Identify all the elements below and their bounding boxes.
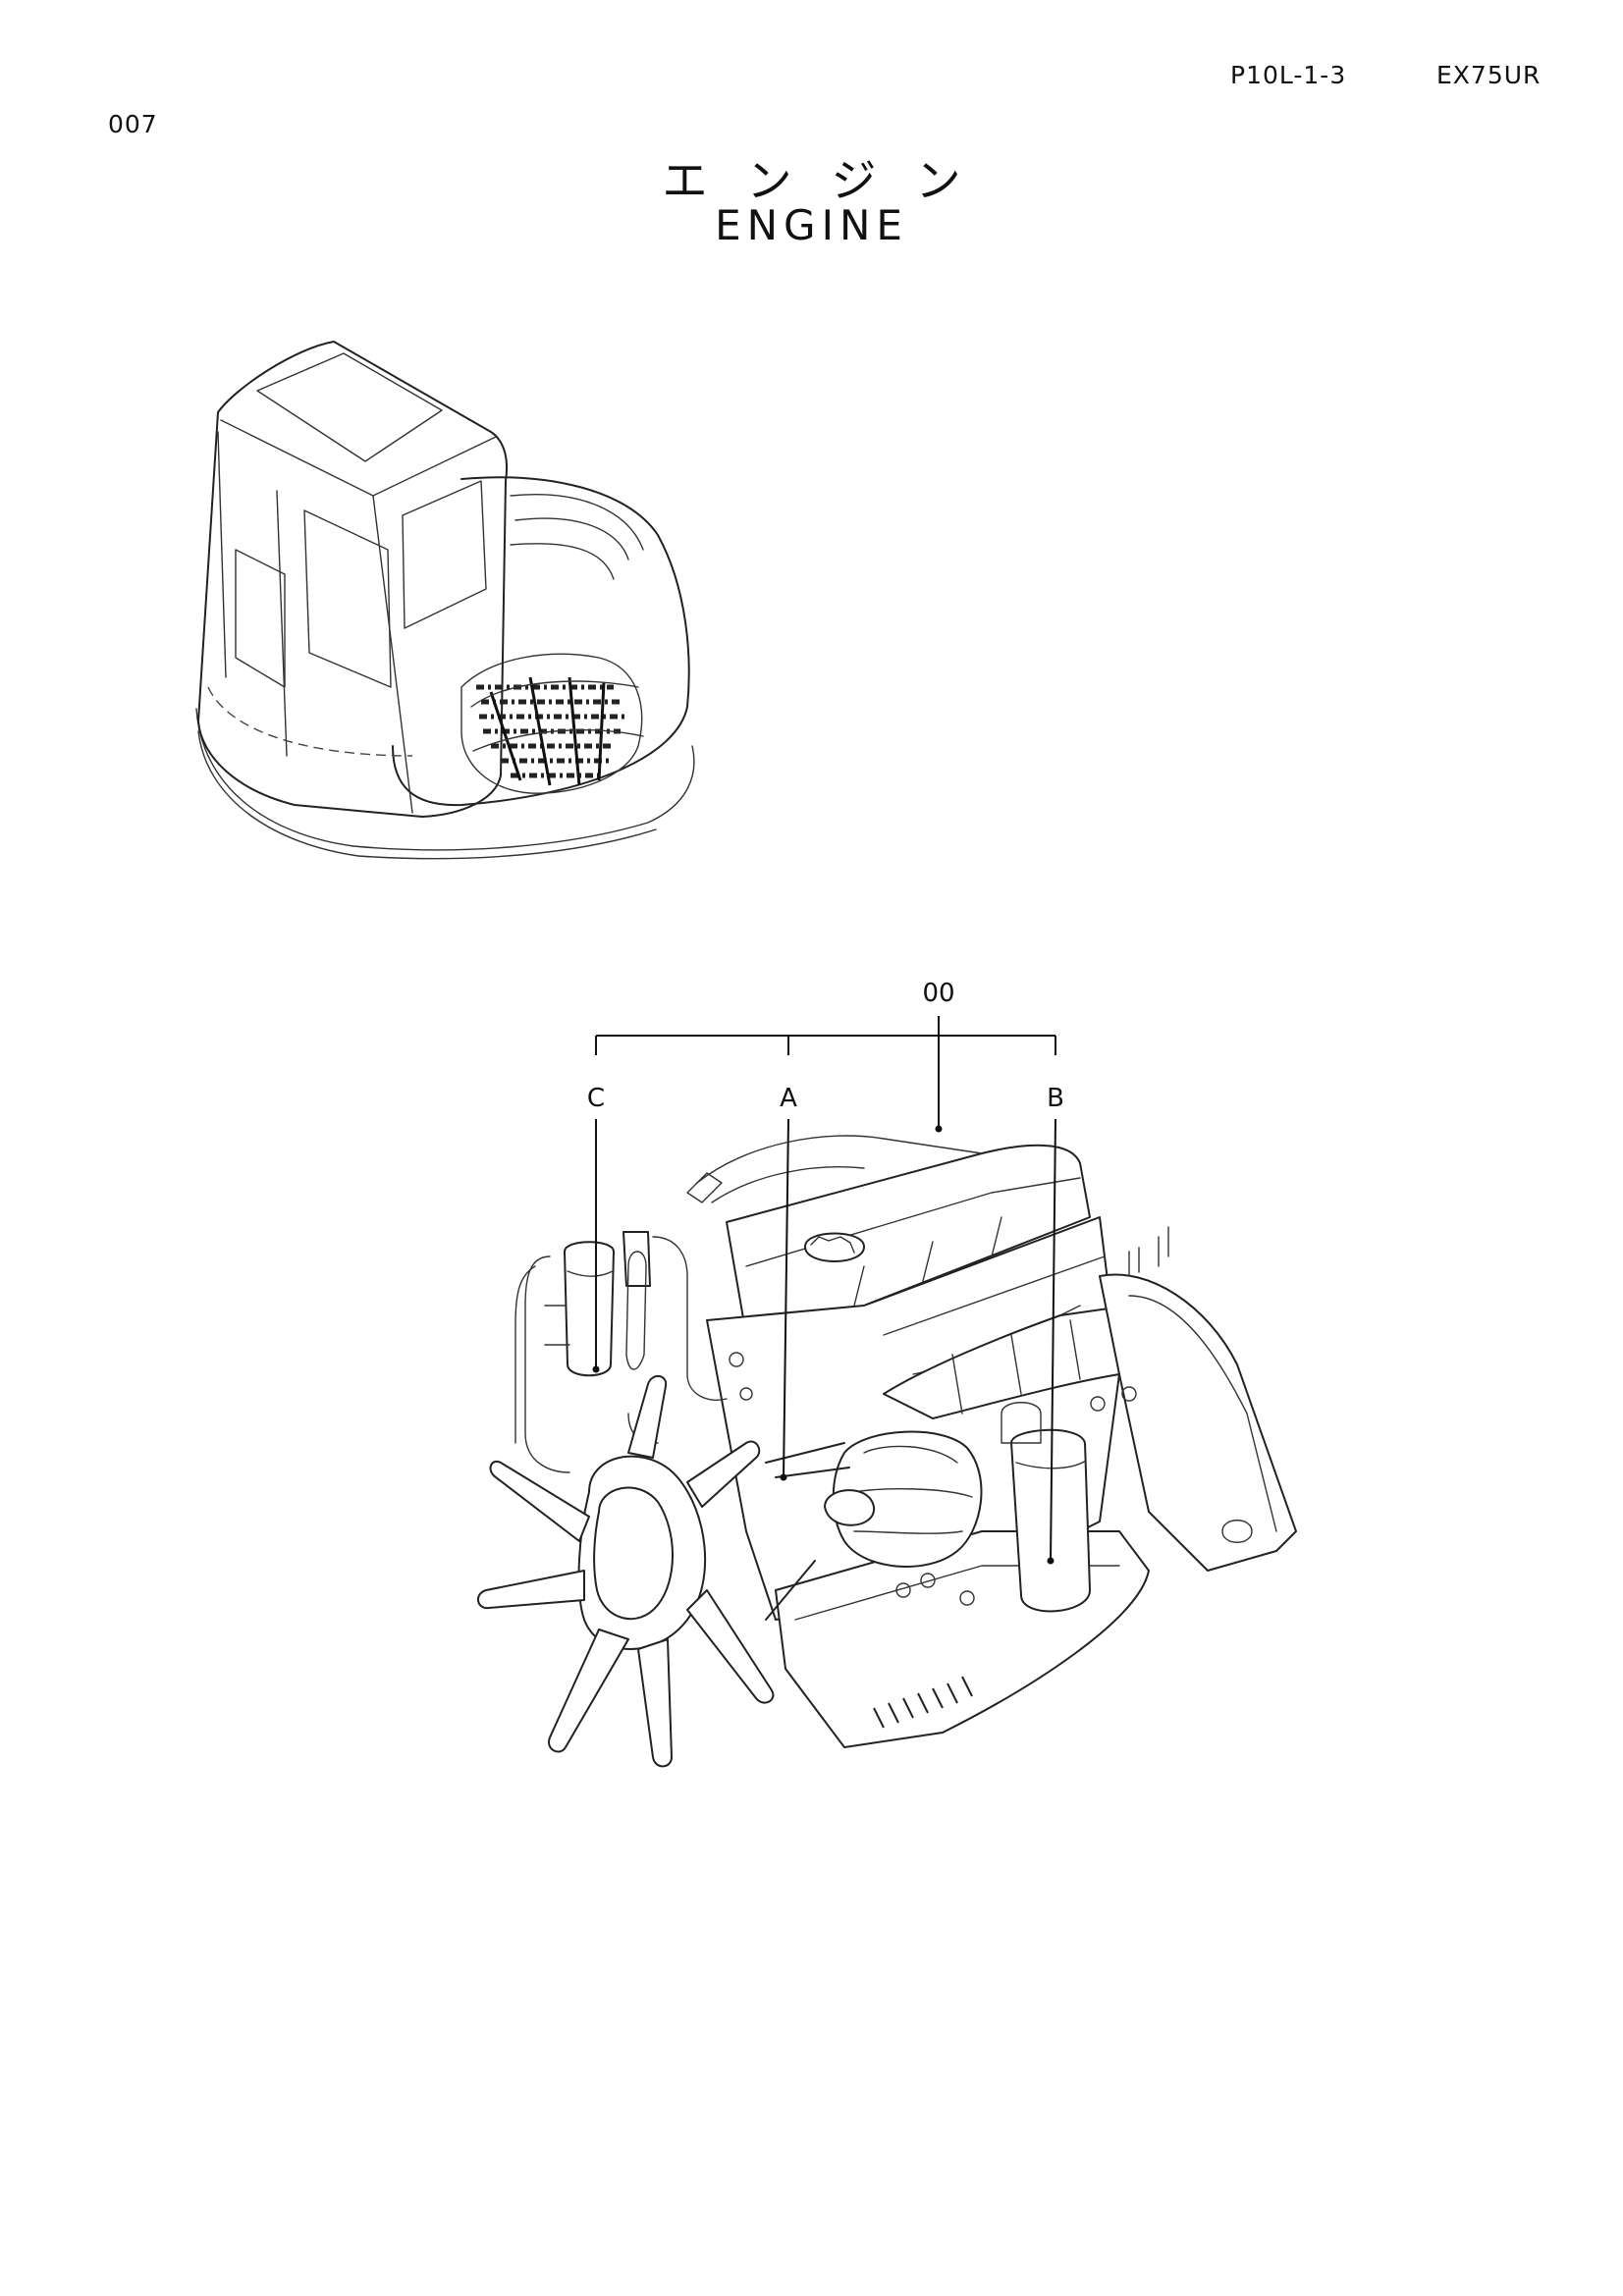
callout-00: 00 xyxy=(922,979,954,1008)
engine-assembly-illustration xyxy=(477,1135,1297,1768)
callout-b: B xyxy=(1047,1084,1064,1113)
page-code: P10L-1-3 xyxy=(1230,61,1347,89)
page-title-english: ENGINE xyxy=(715,201,908,249)
page-title-japanese: エンジン xyxy=(662,154,1001,207)
callout-leaders xyxy=(592,1016,1056,1565)
page-number: 007 xyxy=(108,110,158,138)
callout-a: A xyxy=(780,1084,797,1113)
callout-c: C xyxy=(587,1084,605,1113)
excavator-locator-illustration xyxy=(195,341,695,860)
cooling-fan xyxy=(477,1375,775,1768)
engine-location-highlight xyxy=(460,653,644,794)
model-name: EX75UR xyxy=(1436,61,1542,89)
